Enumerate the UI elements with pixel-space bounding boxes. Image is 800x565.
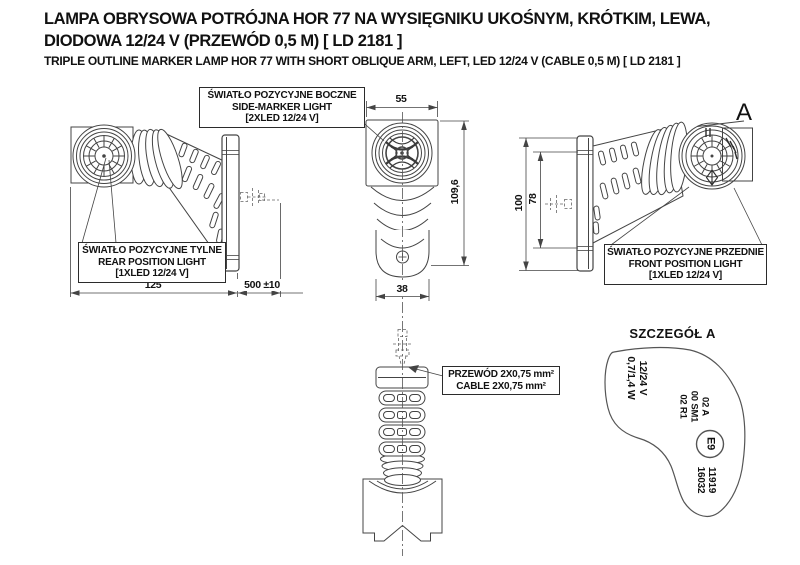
marking-approval-numbers: 11919 16032	[695, 462, 717, 498]
callout-rear-position: ŚWIATŁO POZYCYJNE TYLNE REAR POSITION LI…	[78, 242, 226, 283]
side-marker-en: SIDE-MARKER LIGHT	[232, 101, 332, 113]
dim-bracket-outer: 100	[513, 194, 525, 212]
left-view-lamp	[70, 124, 303, 297]
approval-no-2: 16032	[695, 466, 706, 494]
e-mark: E9	[704, 436, 717, 451]
marking-voltage-power: 12/24 V 0,7/1,4 W	[625, 351, 649, 405]
front-position-pl: ŚWIATŁO POZYCYJNE PRZEDNIE	[607, 247, 764, 258]
marking-voltage: 12/24 V	[637, 360, 649, 396]
callout-cable: PRZEWÓD 2X0,75 mm² CABLE 2X0,75 mm²	[442, 366, 560, 395]
dim-bracket-inner: 78	[527, 193, 539, 205]
middle-lens-moire	[385, 137, 419, 169]
rear-position-spec: [1XLED 12/24 V]	[115, 268, 189, 279]
title-line-1: LAMPA OBRYSOWA POTRÓJNA HOR 77 NA WYSIĘG…	[44, 10, 711, 28]
marking-row-3: 02 R1	[677, 394, 689, 419]
callout-side-marker: ŚWIATŁO POZYCYJNE BOCZNE SIDE-MARKER LIG…	[199, 87, 365, 128]
front-position-spec: [1XLED 12/24 V]	[648, 270, 723, 281]
detail-a-letter: A	[736, 99, 753, 126]
dim-overall-height: 109,6	[449, 179, 461, 205]
cable-en: CABLE 2X0,75 mm²	[456, 380, 546, 392]
detail-a-frame	[722, 127, 753, 182]
detail-a-heading: SZCZEGÓŁ A	[629, 326, 716, 341]
dim-base-width: 38	[387, 283, 417, 295]
left-phantom-screw	[240, 188, 279, 206]
title-block: LAMPA OBRYSOWA POTRÓJNA HOR 77 NA WYSIĘG…	[44, 8, 792, 69]
dim-cable-length: 500 ±10	[232, 279, 292, 291]
rear-position-en: REAR POSITION LIGHT	[98, 256, 206, 268]
marking-row-1: 02 A	[699, 397, 711, 416]
dim-head-width: 55	[386, 93, 416, 105]
lens-markings	[705, 128, 738, 186]
callout-front-position: ŚWIATŁO POZYCYJNE PRZEDNIE FRONT POSITIO…	[604, 244, 767, 285]
marking-row-2: 00 SM1	[688, 390, 700, 423]
detail-a-view	[604, 346, 746, 517]
right-view-lamp	[519, 120, 763, 272]
side-marker-pl: ŚWIATŁO POZYCYJNE BOCZNE	[207, 90, 357, 101]
title-line-2: DIODOWA 12/24 V (PRZEWÓD 0,5 M) [ LD 218…	[44, 32, 403, 50]
cable-pl: PRZEWÓD 2X0,75 mm²	[448, 369, 554, 380]
marking-power: 0,7/1,4 W	[625, 356, 637, 400]
side-marker-spec: [2XLED 12/24 V]	[245, 113, 319, 124]
middle-view-lamp	[357, 101, 469, 301]
marking-approval-rows: 02 A 00 SM1 02 R1	[678, 387, 711, 427]
approval-no-1: 11919	[706, 466, 717, 494]
rear-position-pl: ŚWIATŁO POZYCYJNE TYLNE	[82, 245, 222, 256]
bottom-view-lamp	[362, 329, 444, 542]
front-position-en: FRONT POSITION LIGHT	[628, 258, 743, 270]
left-lens-spokes	[83, 135, 125, 177]
title-line-en: TRIPLE OUTLINE MARKER LAMP HOR 77 WITH S…	[44, 54, 681, 68]
right-phantom-screw	[545, 195, 572, 213]
